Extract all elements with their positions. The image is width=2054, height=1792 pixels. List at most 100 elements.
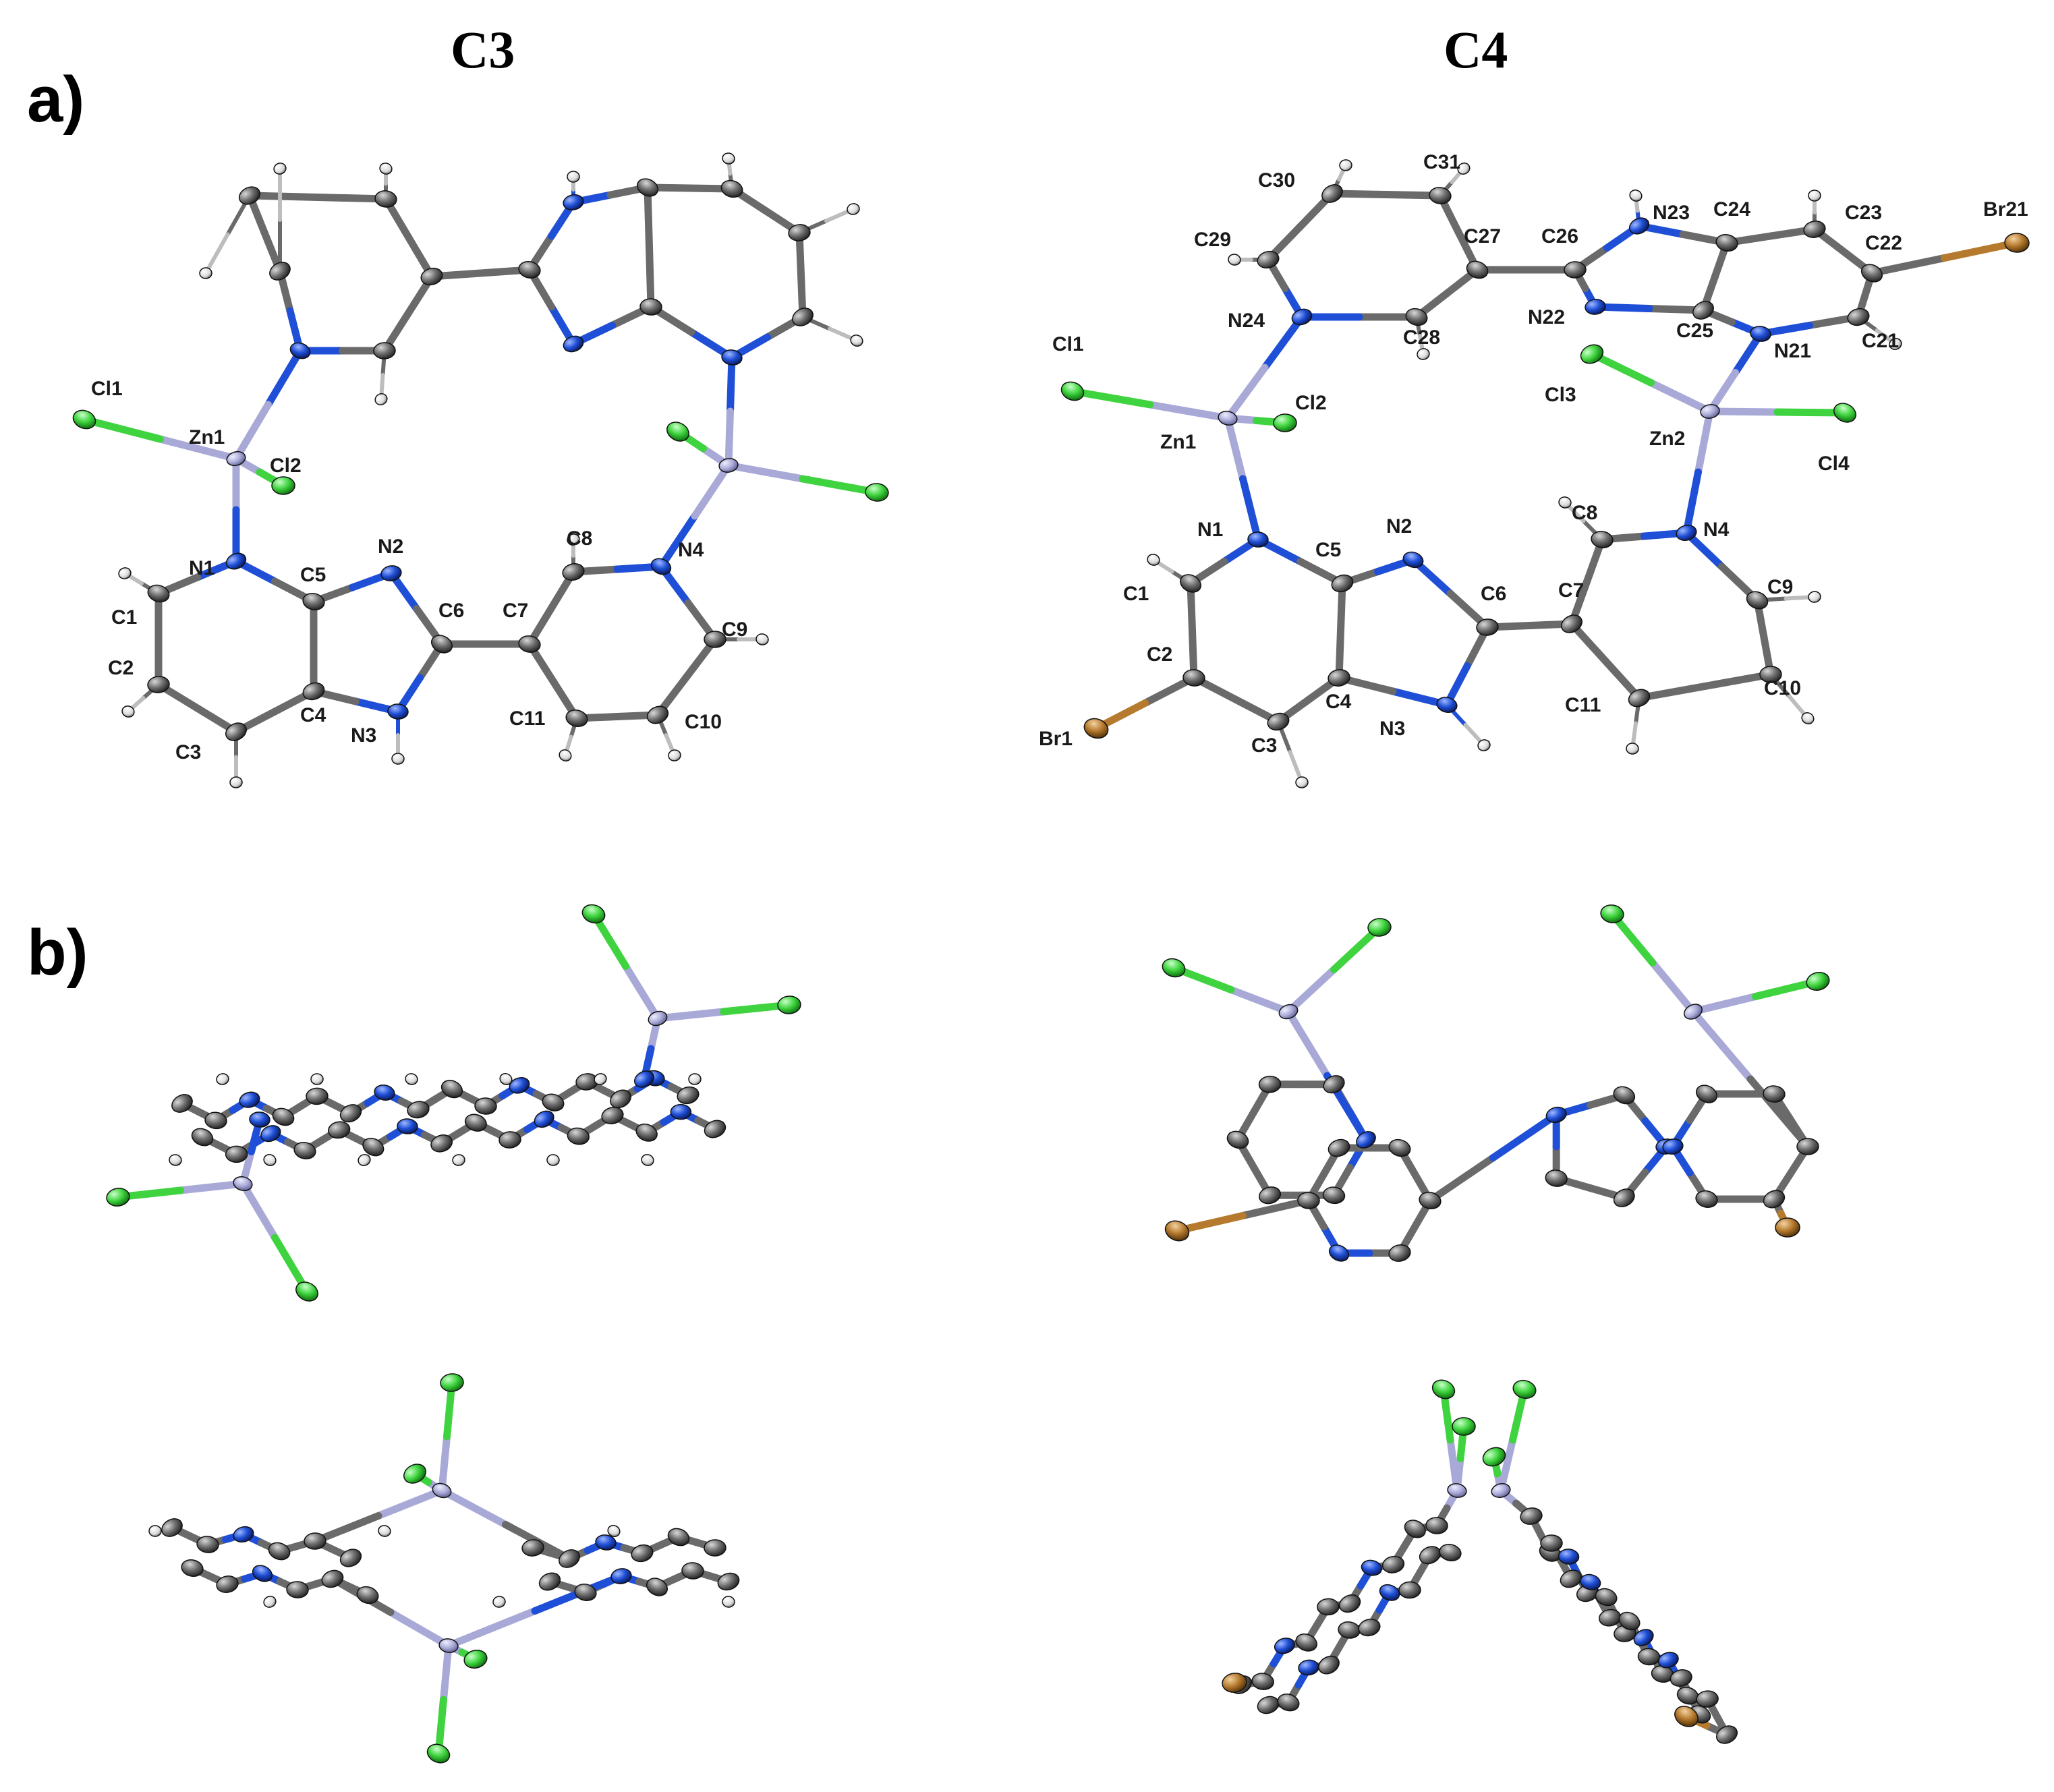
- c3-side-bond: [622, 962, 662, 1022]
- c4-bond: [1261, 313, 1306, 372]
- c3-end-atom-c: [631, 1544, 654, 1563]
- c3-atom-n: [563, 194, 584, 210]
- c4-end-atom-c: [1318, 1655, 1340, 1675]
- c4-side-atom-c: [1258, 1075, 1282, 1093]
- c3-atom-c: [565, 709, 588, 728]
- c3-atom-label: N2: [378, 536, 403, 558]
- c3-atom-c: [420, 267, 443, 286]
- c3-end-atom-h: [607, 1525, 621, 1537]
- c4-atom-label: C9: [1767, 576, 1793, 598]
- c3-atom-h: [199, 267, 212, 279]
- c4-atom-cl: [1580, 344, 1604, 364]
- c3-side-atom-c: [601, 1106, 624, 1125]
- c3-side-atom-cl: [581, 904, 606, 924]
- c4-side-atom-c: [1388, 1244, 1411, 1262]
- c3-side-atom-h: [263, 1154, 277, 1166]
- c3-bond: [646, 243, 655, 311]
- c3-atom-h: [273, 163, 287, 175]
- c4-side-atom-c: [1388, 1138, 1411, 1157]
- c3-end-atom-c: [681, 1562, 704, 1580]
- c4-atom-label: C25: [1676, 320, 1713, 342]
- c3-atom-c: [302, 593, 325, 610]
- c3-side-atom-h: [688, 1073, 702, 1085]
- c3-side-atom-c: [171, 1094, 193, 1113]
- c4-atom-c: [1466, 260, 1489, 279]
- c3-side-atom-c: [362, 1137, 384, 1157]
- c3-atom-c: [646, 705, 669, 724]
- c4-atom-c: [1182, 669, 1205, 687]
- c4-end-atom-cl: [1452, 1417, 1476, 1436]
- c4-atom-label: C28: [1403, 326, 1440, 349]
- c3-end-atom-cl: [463, 1649, 488, 1669]
- c4-atom-label: C8: [1572, 502, 1597, 524]
- c3-end-atom-zn: [438, 1638, 459, 1653]
- c3-side-atom-zn: [648, 1010, 668, 1027]
- c4-end-atom-n: [1633, 1629, 1654, 1646]
- c3-end-atom-c: [304, 1532, 326, 1550]
- c4-atom-c: [1746, 591, 1769, 610]
- c3-side-atom-c: [704, 1120, 726, 1138]
- c4-atom-h: [1808, 190, 1821, 202]
- c4-side-atom-br: [1775, 1217, 1800, 1238]
- c3-atom-zn: [226, 451, 246, 467]
- c3-end-atom-h: [378, 1525, 391, 1537]
- c3-side-atom-h: [358, 1154, 371, 1166]
- c4-atom-c: [1715, 234, 1738, 252]
- c4-atom-label: Br21: [1983, 198, 2028, 221]
- c3-side-atom-h: [169, 1154, 182, 1166]
- c4-atom-label: Cl4: [1818, 453, 1850, 475]
- c4-atom-label: C21: [1862, 330, 1899, 352]
- c3-side-atom-n: [509, 1077, 530, 1094]
- c3-end-atom-c: [321, 1569, 344, 1588]
- c4-end-atom-zn: [1491, 1483, 1511, 1498]
- c4-side-bond: [1426, 1153, 1497, 1205]
- c3-atom-h: [229, 776, 243, 788]
- c4-atom-c: [1429, 187, 1452, 204]
- c4-atom-n: [1291, 308, 1313, 326]
- c3-end-atom-c: [704, 1539, 726, 1557]
- c3-atom-n: [289, 342, 311, 359]
- c4-end-atom-n: [1558, 1549, 1580, 1565]
- c3-end-atom-c: [574, 1584, 597, 1601]
- c3-atom-h: [374, 393, 388, 405]
- c4-atom-label: C2: [1147, 643, 1172, 666]
- c3-side-atom-h: [405, 1073, 418, 1085]
- c3-atom-c: [147, 584, 170, 603]
- c3-atom-label: C5: [300, 564, 326, 586]
- c3-end-atom-c: [717, 1572, 740, 1591]
- c4-end-atom-br: [1674, 1706, 1699, 1727]
- c4-atom-h: [1147, 554, 1160, 566]
- c4-side-atom-n: [1662, 1138, 1684, 1155]
- c4-atom-label: C27: [1464, 225, 1501, 248]
- c3-end-atom-c: [667, 1528, 690, 1547]
- c4-atom-label: C31: [1423, 151, 1460, 173]
- c4-side-atom-c: [1322, 1186, 1346, 1205]
- c3-bond: [644, 183, 653, 251]
- c3-atom-c: [562, 562, 585, 581]
- c3-end-bond: [387, 1609, 453, 1650]
- c4-end-atom-zn: [1447, 1483, 1467, 1498]
- c4-side-atom-c: [1695, 1085, 1718, 1103]
- c4-atom-label: C26: [1541, 225, 1578, 248]
- c4-atom-label: C10: [1764, 677, 1801, 699]
- c4-atom-c: [1561, 614, 1582, 633]
- c4-end-atom-c: [1670, 1669, 1692, 1687]
- c3-end-atom-c: [181, 1559, 204, 1577]
- c3-atom-label: C9: [722, 618, 747, 641]
- c4-atom-label: Zn2: [1649, 428, 1685, 450]
- c3-end-bond: [311, 1512, 382, 1545]
- c4-atom-label: Cl2: [1295, 392, 1327, 414]
- c4-side-bond: [1489, 1111, 1560, 1161]
- c4-side-atom-c: [1323, 1075, 1345, 1094]
- c4-atom-n: [1628, 217, 1650, 235]
- c4-end-atom-n: [1657, 1652, 1679, 1669]
- c3-atom-c: [430, 635, 453, 654]
- c4-end-atom-c: [1338, 1594, 1361, 1613]
- c4-side-bond: [1746, 1075, 1812, 1151]
- c3-side-atom-h: [499, 1073, 513, 1085]
- c4-atom-label: C4: [1325, 691, 1352, 713]
- c4-end-atom-cl: [1482, 1447, 1506, 1467]
- c3-atom-h: [567, 171, 580, 183]
- c4-bond: [1224, 364, 1269, 422]
- c4-atom-c: [1180, 574, 1201, 593]
